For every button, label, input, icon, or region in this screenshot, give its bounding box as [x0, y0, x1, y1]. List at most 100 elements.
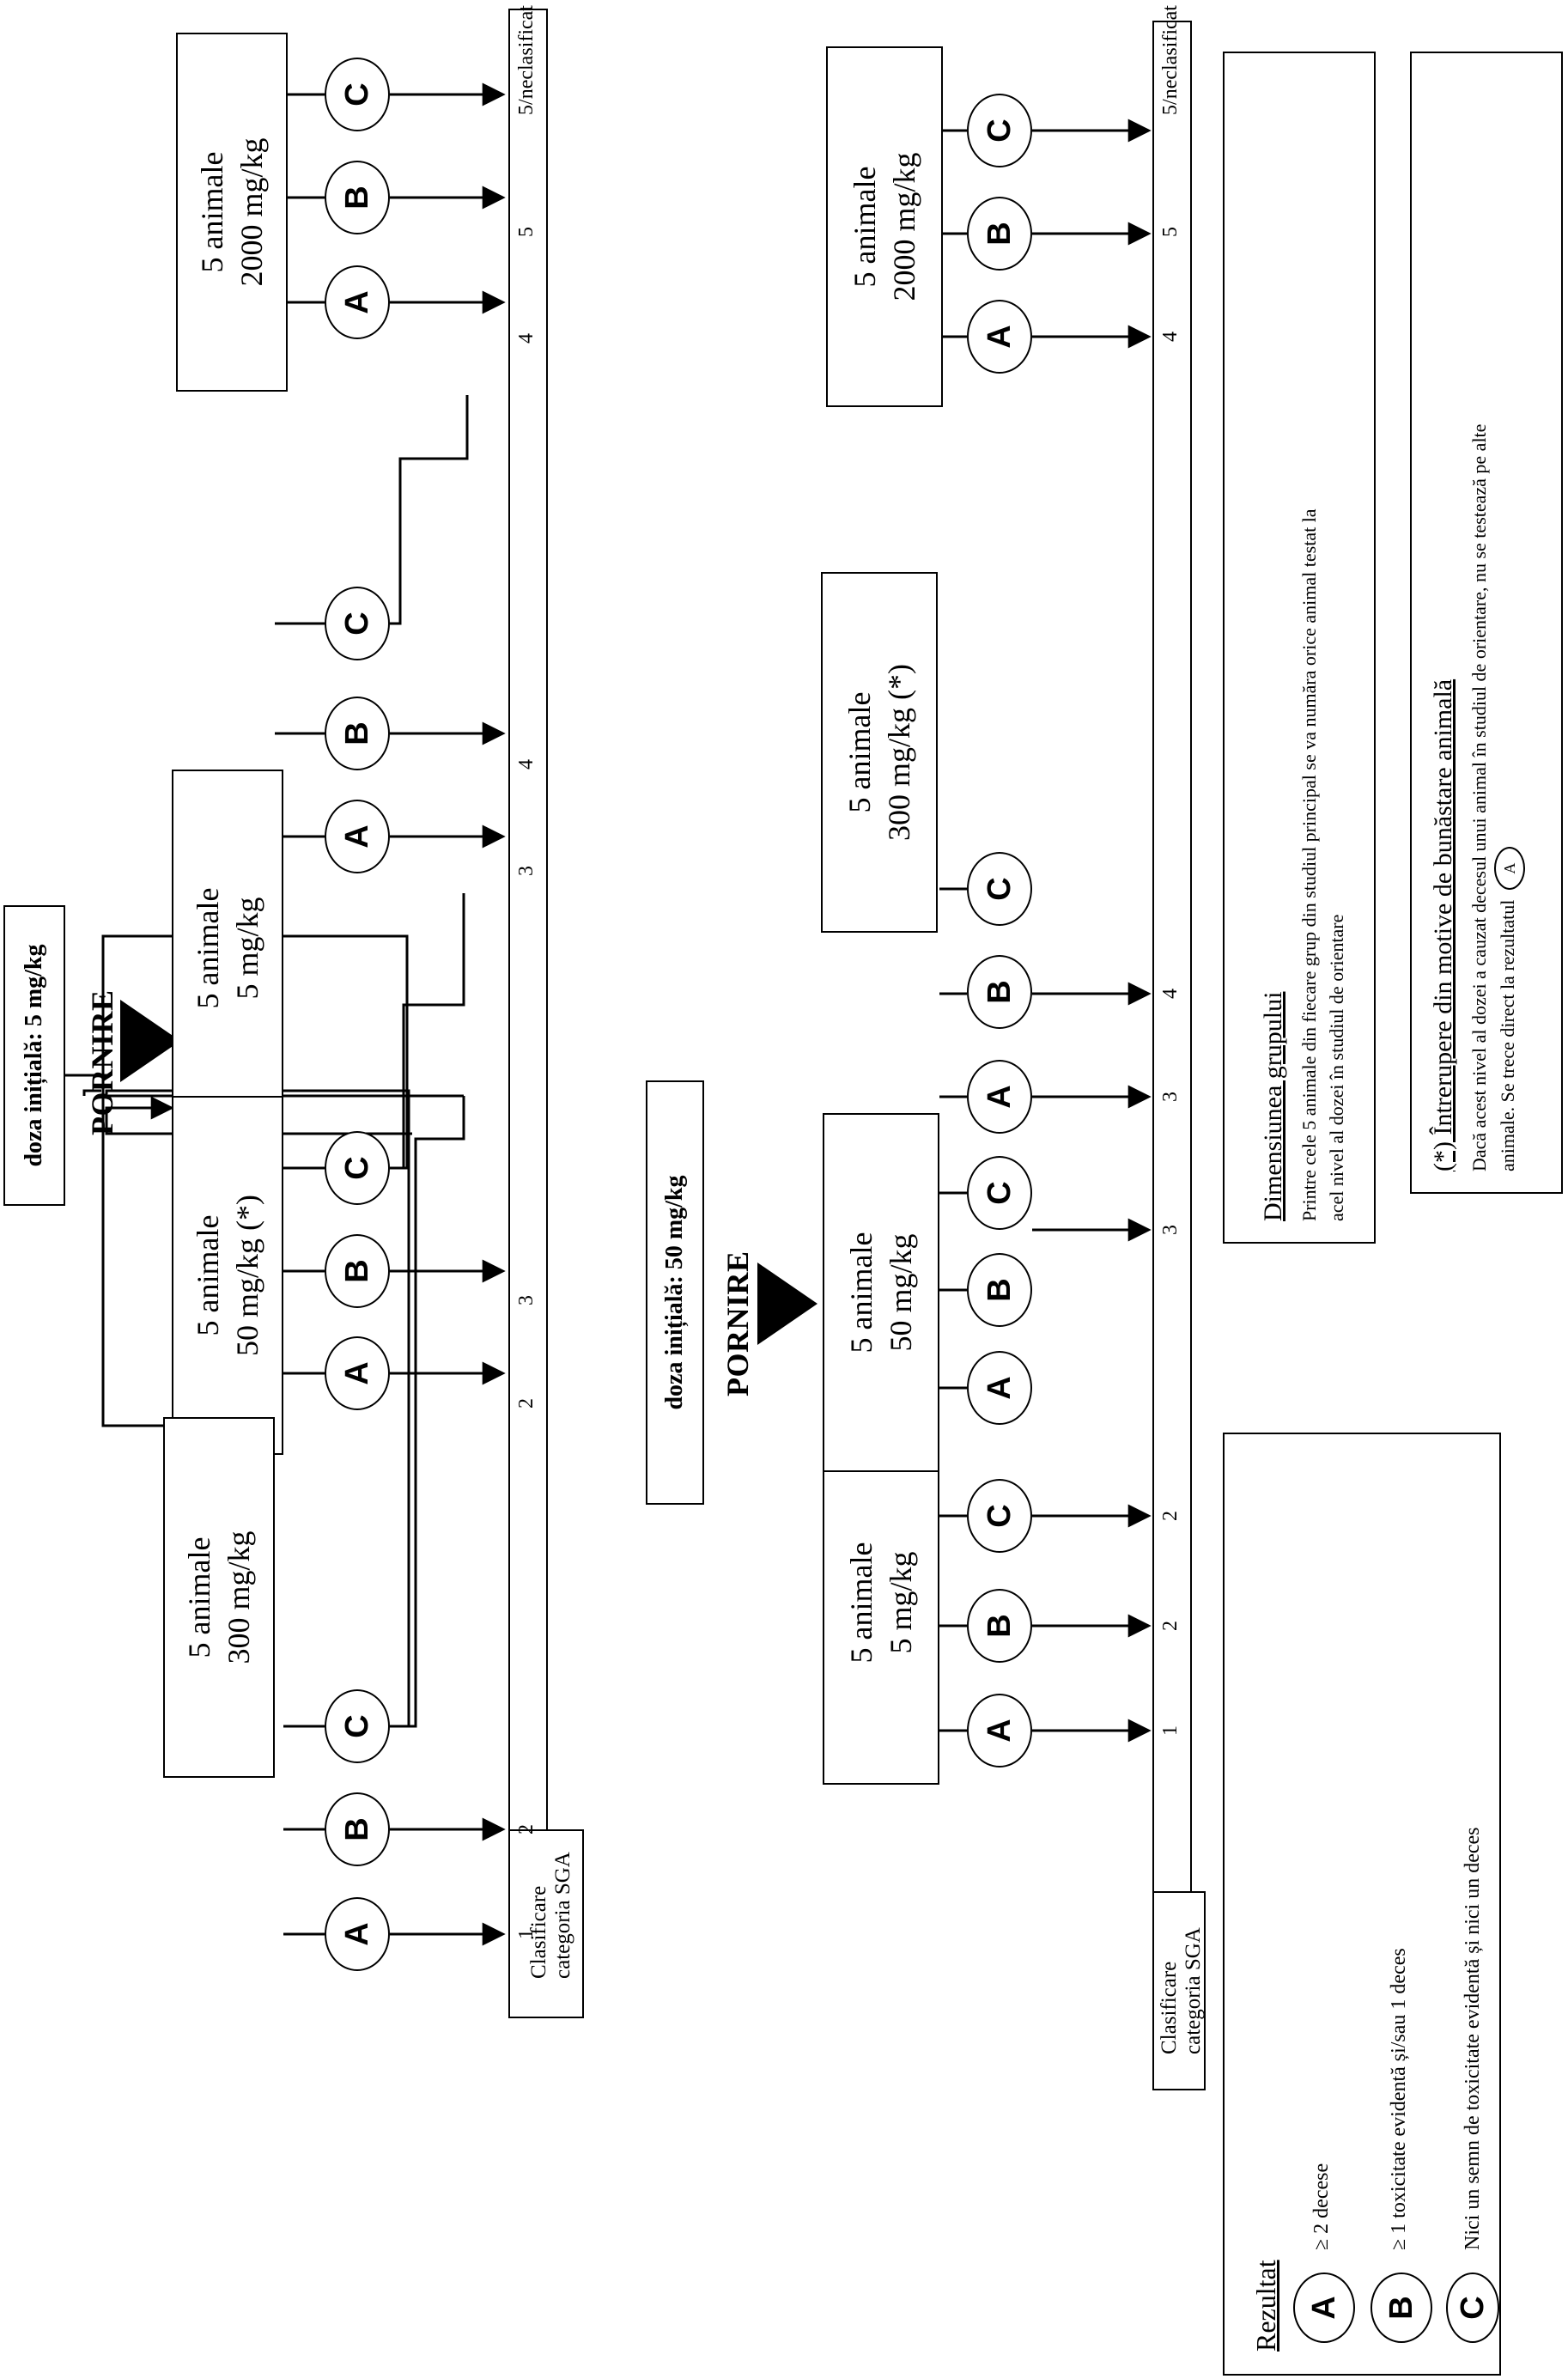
dose-label: 2000 mg/kg	[234, 137, 269, 287]
welfare-line-2-text: animale. Se trece direct la rezultatul	[1497, 899, 1519, 1171]
outcome-c-oval: C	[325, 1131, 390, 1205]
legend-item-a-text: ≥ 2 decese	[1310, 2163, 1333, 2250]
animals-label: 5 animale	[844, 1232, 878, 1354]
animals-label: 5 animale	[191, 1214, 225, 1336]
outcome-c-oval: C	[967, 1156, 1032, 1230]
escalation-line	[82, 1089, 101, 1096]
outcome-a-oval: A	[967, 1060, 1032, 1134]
start-arrow-2	[757, 1263, 817, 1345]
legend-item-c-text: Nici un semn de toxicitate evidentă și n…	[1462, 1827, 1484, 2250]
outcome-b-oval: B	[967, 955, 1032, 1029]
scale-tick-label: 4	[1159, 989, 1182, 999]
outcome-a-oval: A	[325, 800, 390, 873]
welfare-title: (*) Întrerupere din motive de bunăstare …	[1429, 678, 1457, 1171]
group-size-line-2: acel nivel al dozei în studiul de orient…	[1326, 914, 1347, 1221]
scale-tick-label: 3	[1159, 1225, 1182, 1235]
outcome-a-oval: A	[325, 1336, 390, 1410]
scale-tick-label: 1	[515, 1929, 538, 1939]
outcome-c-oval: C	[1446, 2273, 1499, 2343]
dose-box-p2-2000mg: 5 animale 2000 mg/kg	[826, 46, 943, 407]
scale-label-line1: Clasificare	[527, 1885, 550, 1979]
scale-tick-label: 5/neclasificat	[515, 5, 538, 115]
outcome-b-oval: B	[1370, 2273, 1432, 2343]
outcome-a-oval: A	[967, 300, 1032, 374]
welfare-line-1: Dacă acest nivel al dozei a cauzat deces…	[1468, 423, 1490, 1171]
outcome-a-oval: A	[967, 1694, 1032, 1768]
scale-tick-label: 2	[1159, 1621, 1182, 1631]
animals-label: 5 animale	[842, 691, 877, 813]
result-legend: Rezultat A ≥ 2 decese B ≥ 1 toxicitate e…	[1223, 1433, 1501, 2376]
outcome-c-oval: C	[967, 852, 1032, 926]
scale-label-line2: categoria SGA	[551, 1852, 574, 1979]
start-label-1: PORNIRE	[85, 989, 119, 1135]
scale-tick-label: 5/neclasificat	[1159, 5, 1182, 115]
outcome-b-oval: B	[967, 1253, 1032, 1327]
ghs-scale-label-box-2: Clasificare categoria SGA	[1152, 1891, 1206, 2090]
ghs-scale-label-box-1: Clasificare categoria SGA	[508, 1829, 584, 2018]
group-size-line-1: Printre cele 5 animale din fiecare grup …	[1298, 508, 1320, 1221]
scale-tick-label: 4	[515, 759, 538, 770]
dose-box-p1-5mg: 5 animale 5 mg/kg	[172, 770, 283, 1127]
outcome-a-mini-oval: A	[1494, 847, 1525, 891]
outcome-c-oval: C	[325, 58, 390, 131]
dose-label: 5 mg/kg	[884, 1551, 918, 1654]
scale-tick-label: 4	[515, 333, 538, 344]
outcome-b-oval: B	[325, 697, 390, 770]
dose-box-p1-2000mg: 5 animale 2000 mg/kg	[176, 33, 288, 392]
scale-label-line1: Clasificare	[1158, 1961, 1181, 2054]
group-size-note: Dimensiunea grupului Printre cele 5 anim…	[1223, 52, 1376, 1244]
dose-label: 5 mg/kg	[230, 897, 264, 1000]
animals-label: 5 animale	[848, 166, 882, 288]
scale-tick-label: 3	[515, 866, 538, 876]
outcome-c-oval: C	[325, 587, 390, 660]
dose-label: 300 mg/kg (*)	[882, 664, 916, 841]
outcome-b-oval: B	[325, 161, 390, 234]
scale-tick-label: 4	[1159, 332, 1182, 342]
initial-dose-label-2: doza inițială: 50 mg/kg	[661, 1175, 688, 1410]
outcome-a-oval: A	[967, 1351, 1032, 1425]
welfare-note: (*) Întrerupere din motive de bunăstare …	[1410, 52, 1563, 1194]
scale-tick-label: 1	[1159, 1725, 1182, 1736]
initial-dose-box-1: doza inițială: 5 mg/kg	[3, 905, 65, 1206]
ghs-scale-1	[508, 9, 548, 2018]
animals-label: 5 animale	[195, 151, 229, 273]
scale-tick-label: 3	[515, 1295, 538, 1305]
animals-label: 5 animale	[191, 887, 225, 1009]
dose-box-p2-50mg: 5 animale 50 mg/kg	[823, 1113, 939, 1472]
scale-tick-label: 2	[1159, 1511, 1182, 1521]
legend-title: Rezultat	[1250, 2260, 1281, 2352]
dose-box-p1-50mg: 5 animale 50 mg/kg (*)	[172, 1096, 283, 1455]
dose-box-p1-300mg: 5 animale 300 mg/kg	[163, 1417, 275, 1778]
scale-label-line2: categoria SGA	[1182, 1927, 1205, 2054]
scale-tick-label: 2	[515, 1824, 538, 1834]
outcome-a-oval: A	[1293, 2273, 1355, 2343]
outcome-a-oval: A	[325, 265, 390, 339]
welfare-line-2: animale. Se trece direct la rezultatul A	[1494, 847, 1525, 1171]
outcome-c-oval: C	[967, 94, 1032, 167]
dose-box-p2-300mg: 5 animale 300 mg/kg (*)	[821, 572, 938, 933]
legend-item-b-text: ≥ 1 toxicitate evidentă și/sau 1 deces	[1388, 1948, 1410, 2250]
escalation-line	[105, 1089, 410, 1728]
start-label-2: PORNIRE	[720, 1250, 755, 1396]
scale-tick-label: 2	[515, 1398, 538, 1409]
group-size-title: Dimensiunea grupului	[1259, 991, 1287, 1221]
escalation-line	[390, 893, 465, 1170]
outcome-c-oval: C	[967, 1479, 1032, 1553]
animals-label: 5 animale	[844, 1542, 878, 1664]
escalation-line	[390, 395, 469, 625]
outcome-b-oval: B	[325, 1234, 390, 1308]
initial-dose-label-1: doza inițială: 5 mg/kg	[21, 944, 47, 1167]
outcome-b-oval: B	[325, 1792, 390, 1866]
outcome-a-oval: A	[325, 1897, 390, 1971]
dose-label: 2000 mg/kg	[887, 152, 921, 301]
outcome-b-oval: B	[967, 1589, 1032, 1663]
dose-label: 50 mg/kg (*)	[230, 1195, 264, 1356]
scale-tick-label: 5	[515, 227, 538, 237]
scale-tick-label: 3	[1159, 1092, 1182, 1102]
initial-dose-box-2: doza inițială: 50 mg/kg	[646, 1080, 704, 1505]
animals-label: 5 animale	[182, 1536, 216, 1658]
outcome-c-oval: C	[325, 1689, 390, 1763]
scale-tick-label: 5	[1159, 227, 1182, 237]
